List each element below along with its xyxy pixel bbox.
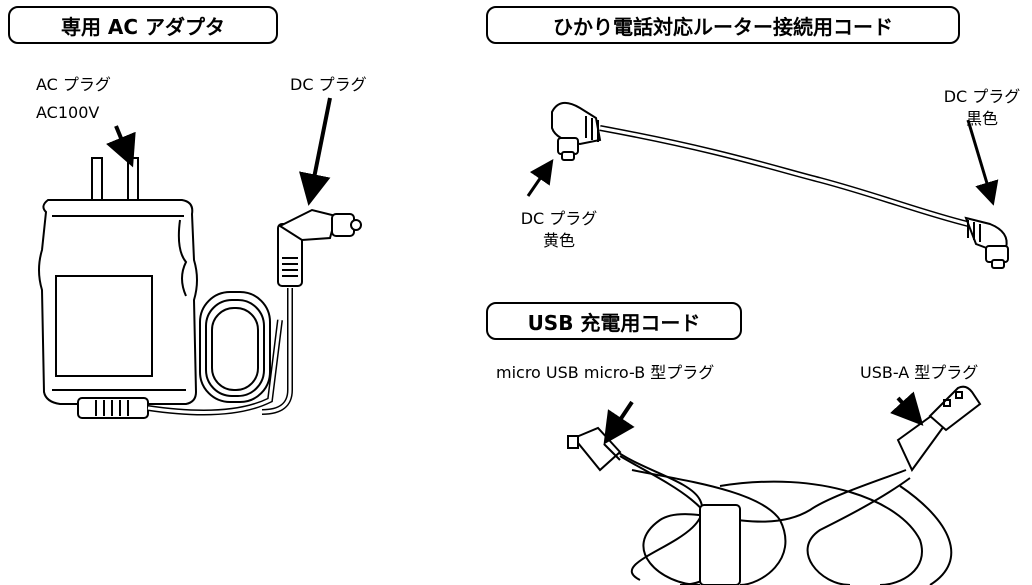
router-left-plug-label: DC プラグ 黄色: [504, 208, 614, 252]
dc-plug-arrow: [299, 97, 332, 206]
router-left-plug-text: DC プラグ: [520, 209, 598, 228]
micro-usb-plug-label: micro USB micro-B 型プラグ: [496, 363, 715, 382]
router-left-arrow: [526, 159, 554, 197]
router-right-plug-label: DC プラグ 黒色: [934, 86, 1030, 130]
dc-plug-label: DC プラグ: [290, 75, 367, 94]
router-cord-title-text: ひかり電話対応ルーター接続用コード: [553, 14, 893, 39]
ac-adapter-drawing: [38, 157, 362, 419]
adapter-body: [38, 199, 198, 405]
router-right-arrow: [966, 119, 999, 206]
ac-plug-arrow: [106, 125, 136, 168]
ac-plug-label: AC プラグ: [36, 75, 111, 94]
usb-a-arrow: [890, 391, 924, 426]
router-cord-title: ひかり電話対応ルーター接続用コード: [486, 6, 960, 44]
usb-cord-title: USB 充電用コード: [486, 302, 742, 340]
adapter-title-text: 専用 AC アダプタ: [60, 14, 226, 39]
adapter-title: 専用 AC アダプタ: [8, 6, 278, 44]
usb-cord-title-text: USB 充電用コード: [527, 310, 701, 335]
router-right-plug-text: DC プラグ: [943, 87, 1021, 106]
ac-voltage-label: AC100V: [36, 103, 100, 122]
usb-a-plug-label: USB-A 型プラグ: [860, 363, 979, 382]
usb-cord-drawing: [567, 385, 982, 585]
router-right-color-text: 黒色: [965, 109, 998, 128]
router-cord-drawing: [551, 101, 1009, 269]
router-left-color-text: 黄色: [542, 231, 575, 250]
micro-usb-arrow: [603, 400, 635, 445]
